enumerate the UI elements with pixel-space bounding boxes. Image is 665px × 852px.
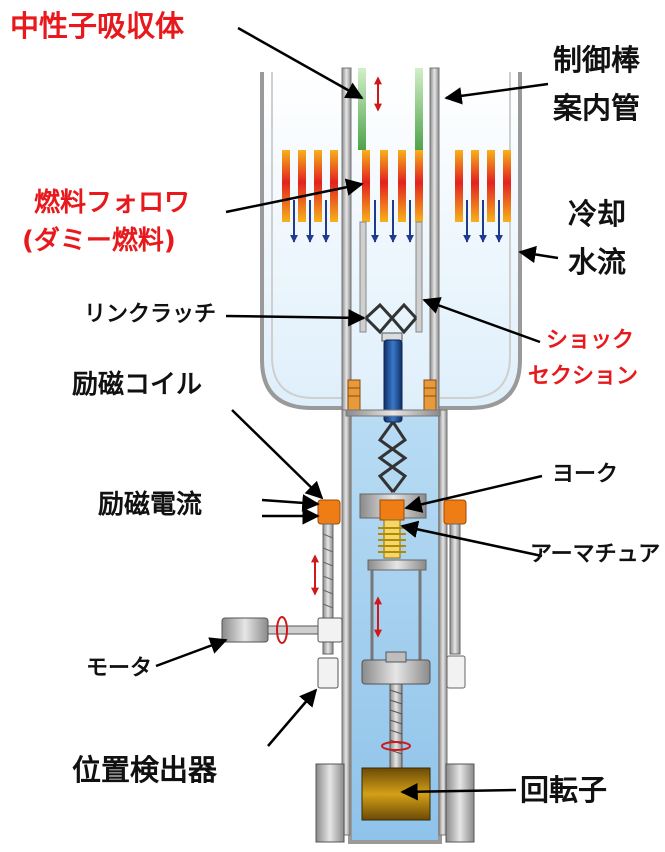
label-neutron-absorber: 中性子吸収体 [10, 9, 185, 43]
excitation-coil [317, 499, 467, 525]
lower-link [377, 421, 408, 493]
label-cooling-water-1: 冷却 [568, 197, 627, 231]
label-control-rod-guide-1: 制御棒 [553, 43, 641, 77]
label-link-latch: リンクラッチ [84, 302, 217, 327]
label-excitation-coil: 励磁コイル [72, 370, 203, 400]
armature [378, 519, 406, 559]
label-motor: モータ [86, 656, 153, 681]
rotor [361, 767, 431, 821]
seal-blocks [345, 379, 441, 417]
yoke [359, 493, 427, 521]
right-detector [446, 655, 466, 689]
neutron-absorber [358, 68, 423, 150]
stator-right [445, 763, 475, 843]
armature-plate [367, 559, 427, 571]
left-drive-screw [311, 523, 334, 655]
motor [221, 616, 343, 644]
lead-screw [389, 683, 403, 769]
link-latch [364, 302, 418, 342]
stator-left [315, 763, 345, 843]
label-shock-section-1: ショック [546, 328, 635, 353]
label-yoke: ヨーク [552, 462, 619, 487]
control-rod [359, 221, 423, 333]
label-fuel-follower-1: 燃料フォロワ [34, 188, 191, 218]
label-cooling-water-2: 水流 [568, 245, 627, 279]
fuel-assemblies [282, 150, 511, 243]
label-control-rod-guide-2: 案内管 [553, 91, 641, 125]
leader-arrows [155, 26, 559, 801]
label-fuel-follower-2: (ダミー燃料) [22, 226, 176, 256]
label-position-detector: 位置検出器 [72, 753, 218, 787]
label-excitation-current: 励磁電流 [98, 490, 203, 520]
label-rotor: 回転子 [520, 773, 608, 807]
position-detector [317, 657, 339, 689]
label-armature: アーマチュア [530, 542, 661, 567]
reactor-vessel [260, 72, 522, 844]
label-shock-section-2: セクション [528, 364, 639, 389]
right-column [449, 523, 461, 655]
